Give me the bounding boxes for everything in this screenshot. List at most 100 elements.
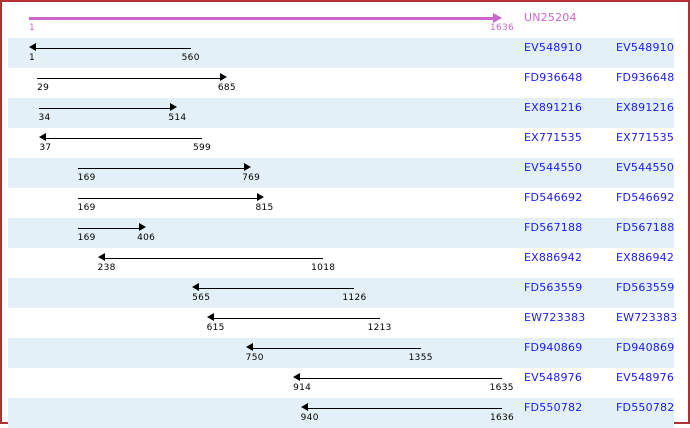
row-stripe bbox=[8, 98, 674, 128]
query-arrow-line bbox=[29, 17, 494, 20]
hit-arrow-head-left-icon bbox=[206, 313, 214, 321]
hit-end-coordinate: 599 bbox=[192, 143, 212, 153]
hit-arrow-line bbox=[35, 48, 191, 49]
hit-arrow-head-left-icon bbox=[29, 43, 36, 51]
hit-accession-link-primary[interactable]: FD563559 bbox=[524, 281, 583, 294]
hit-track-row[interactable]: 34 514 EX891216 EX891216 bbox=[2, 98, 688, 128]
hit-start-coordinate: 238 bbox=[97, 263, 116, 273]
hit-accession-link-primary[interactable]: EX886942 bbox=[524, 251, 583, 264]
hit-track-row[interactable]: 615 1213 EW723383 EW723383 bbox=[2, 308, 688, 338]
hit-track-row[interactable]: 914 1635 EV548976 EV548976 bbox=[2, 368, 688, 398]
hit-end-coordinate: 1018 bbox=[311, 263, 336, 273]
hit-accession-link-primary[interactable]: FD936648 bbox=[524, 71, 583, 84]
hit-arrow-line bbox=[103, 258, 324, 259]
hit-start-coordinate: 169 bbox=[77, 203, 96, 213]
hit-start-coordinate: 169 bbox=[77, 233, 96, 243]
hit-accession-link-secondary[interactable]: FD550782 bbox=[616, 401, 675, 414]
hit-track-row[interactable]: 37 599 EX771535 EX771535 bbox=[2, 128, 688, 158]
hit-start-coordinate: 615 bbox=[206, 323, 225, 333]
hit-accession-link-primary[interactable]: EX891216 bbox=[524, 101, 583, 114]
hit-accession-link-secondary[interactable]: EV548910 bbox=[616, 41, 675, 54]
hit-arrow-line bbox=[212, 318, 380, 319]
hit-start-coordinate: 37 bbox=[39, 143, 52, 153]
hit-end-coordinate: 1213 bbox=[367, 323, 392, 333]
hit-track-row[interactable]: 1 560 EV548910 EV548910 bbox=[2, 38, 688, 68]
row-stripe bbox=[8, 218, 674, 248]
row-stripe bbox=[8, 338, 674, 368]
hit-arrow-line bbox=[37, 78, 221, 79]
row-stripe bbox=[8, 38, 674, 68]
query-end-coordinate: 1636 bbox=[489, 23, 515, 33]
hit-track-row[interactable]: 169 769 EV544550 EV544550 bbox=[2, 158, 688, 188]
hit-accession-link-secondary[interactable]: EX886942 bbox=[616, 251, 675, 264]
hit-arrow-head-right-icon bbox=[219, 73, 227, 81]
hit-track-row[interactable]: 169 815 FD546692 FD546692 bbox=[2, 188, 688, 218]
hit-end-coordinate: 560 bbox=[181, 53, 200, 63]
hit-arrow-line bbox=[77, 198, 259, 199]
hit-end-coordinate: 514 bbox=[168, 113, 187, 123]
hit-start-coordinate: 169 bbox=[77, 173, 96, 183]
hit-arrow-head-right-icon bbox=[244, 163, 252, 171]
hit-arrow-head-left-icon bbox=[293, 373, 301, 381]
hit-accession-link-primary[interactable]: FD546692 bbox=[524, 191, 583, 204]
hit-end-coordinate: 815 bbox=[255, 203, 274, 213]
hit-arrow-line bbox=[306, 408, 502, 409]
hit-arrow-line bbox=[77, 228, 141, 229]
hit-end-coordinate: 769 bbox=[242, 173, 261, 183]
hit-track-row[interactable]: 238 1018 EX886942 EX886942 bbox=[2, 248, 688, 278]
hit-accession-link-secondary[interactable]: EV544550 bbox=[616, 161, 675, 174]
hit-accession-link-secondary[interactable]: FD546692 bbox=[616, 191, 675, 204]
hit-start-coordinate: 940 bbox=[300, 413, 319, 423]
hit-start-coordinate: 750 bbox=[245, 353, 264, 363]
hit-arrow-line bbox=[299, 378, 502, 379]
hit-end-coordinate: 685 bbox=[217, 83, 236, 93]
hit-start-coordinate: 1 bbox=[29, 53, 36, 63]
hit-end-coordinate: 1635 bbox=[489, 383, 514, 393]
query-arrow-head-right-icon bbox=[493, 13, 502, 23]
hit-end-coordinate: 406 bbox=[137, 233, 156, 243]
hit-start-coordinate: 29 bbox=[37, 83, 50, 93]
hit-accession-link-secondary[interactable]: FD567188 bbox=[616, 221, 675, 234]
hit-arrow-line bbox=[45, 138, 202, 139]
hit-track-row[interactable]: 29 685 FD936648 FD936648 bbox=[2, 68, 688, 98]
hit-accession-link-primary[interactable]: EV548910 bbox=[524, 41, 583, 54]
hit-accession-link-primary[interactable]: FD550782 bbox=[524, 401, 583, 414]
hit-arrow-head-right-icon bbox=[257, 193, 265, 201]
hit-track-row[interactable]: 940 1636 FD550782 FD550782 bbox=[2, 398, 688, 428]
hit-accession-link-primary[interactable]: EV548976 bbox=[524, 371, 583, 384]
row-stripe bbox=[8, 398, 674, 428]
hit-accession-link-primary[interactable]: EV544550 bbox=[524, 161, 583, 174]
hit-arrow-head-right-icon bbox=[139, 223, 147, 231]
hit-accession-link-primary[interactable]: FD940869 bbox=[524, 341, 583, 354]
hit-arrow-line bbox=[38, 108, 172, 109]
hit-arrow-head-left-icon bbox=[97, 253, 105, 261]
hit-accession-link-secondary[interactable]: EW723383 bbox=[616, 311, 678, 324]
query-name-label: UN25204 bbox=[524, 11, 577, 24]
hit-end-coordinate: 1355 bbox=[408, 353, 433, 363]
hit-start-coordinate: 914 bbox=[293, 383, 312, 393]
hit-accession-link-secondary[interactable]: FD936648 bbox=[616, 71, 675, 84]
hit-track-row[interactable]: 750 1355 FD940869 FD940869 bbox=[2, 338, 688, 368]
row-stripe bbox=[8, 278, 674, 308]
hit-arrow-line bbox=[77, 168, 246, 169]
hit-arrow-head-right-icon bbox=[170, 103, 178, 111]
query-track-row[interactable]: 1 1636 UN25204 bbox=[2, 8, 688, 38]
hit-track-row[interactable]: 169 406 FD567188 FD567188 bbox=[2, 218, 688, 248]
hit-accession-link-secondary[interactable]: EX891216 bbox=[616, 101, 675, 114]
query-start-coordinate: 1 bbox=[29, 23, 36, 33]
hit-end-coordinate: 1636 bbox=[489, 413, 515, 423]
hit-accession-link-secondary[interactable]: FD563559 bbox=[616, 281, 675, 294]
hit-accession-link-primary[interactable]: FD567188 bbox=[524, 221, 583, 234]
hit-arrow-head-left-icon bbox=[39, 133, 47, 141]
hit-start-coordinate: 565 bbox=[192, 293, 211, 303]
hit-start-coordinate: 34 bbox=[38, 113, 51, 123]
hit-accession-link-secondary[interactable]: EX771535 bbox=[616, 131, 675, 144]
hit-arrow-head-left-icon bbox=[192, 283, 200, 291]
hit-accession-link-primary[interactable]: EX771535 bbox=[524, 131, 583, 144]
hit-accession-link-secondary[interactable]: FD940869 bbox=[616, 341, 675, 354]
hit-accession-link-secondary[interactable]: EV548976 bbox=[616, 371, 675, 384]
hit-accession-link-primary[interactable]: EW723383 bbox=[524, 311, 586, 324]
